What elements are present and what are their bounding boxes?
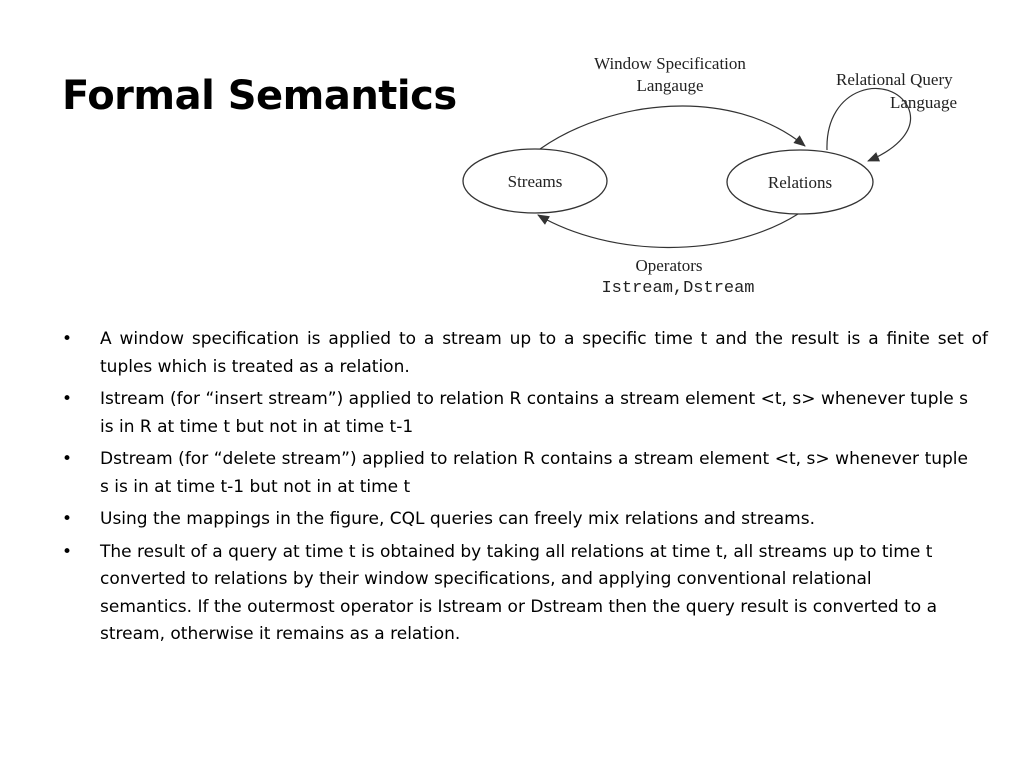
slide-title: Formal Semantics [62, 73, 457, 119]
bullet-text: Using the mappings in the figure, CQL qu… [100, 509, 816, 529]
bullet-item-window-spec: • A window specification is applied to a… [62, 326, 988, 381]
bullet-list: • A window specification is applied to a… [62, 326, 988, 654]
bullet-marker: • [62, 449, 73, 469]
relations-node [726, 149, 874, 215]
bullet-marker: • [62, 389, 73, 409]
window-spec-arrow [539, 105, 806, 150]
relational-query-label-line2: Language [890, 93, 957, 112]
relations-node-label: Relations [768, 173, 832, 192]
bullet-item-istream: • Istream (for “insert stream”) applied … [62, 386, 988, 441]
bullet-marker: • [62, 509, 73, 529]
relational-query-label-line1: Relational Query [836, 70, 953, 89]
stream-relation-diagram: Streams Relations Window Specification L… [462, 54, 957, 298]
relational-query-loop-arrow [826, 87, 912, 162]
streams-node-label: Streams [508, 172, 563, 191]
bullet-item-cql-mix: • Using the mappings in the figure, CQL … [62, 506, 988, 534]
operators-label-line1: Operators [635, 256, 702, 275]
bullet-text: A window specification is applied to a s… [100, 329, 988, 377]
bullet-item-query-result: • The result of a query at time t is obt… [62, 539, 988, 649]
bullet-marker: • [62, 541, 73, 562]
streams-node [462, 148, 608, 214]
bullet-text: Dstream (for “delete stream”) applied to… [100, 449, 968, 497]
bullet-item-dstream: • Dstream (for “delete stream”) applied … [62, 446, 988, 501]
window-spec-label-line1: Window Specification [594, 54, 746, 73]
bullet-text: The result of a query at time t is obtai… [100, 541, 937, 645]
bullet-marker: • [62, 329, 73, 349]
bullet-text: Istream (for “insert stream”) applied to… [100, 389, 968, 437]
operators-label-line2: Istream,Dstream [601, 279, 754, 298]
operators-arrow [537, 213, 799, 249]
window-spec-label-line2: Langauge [636, 76, 703, 95]
